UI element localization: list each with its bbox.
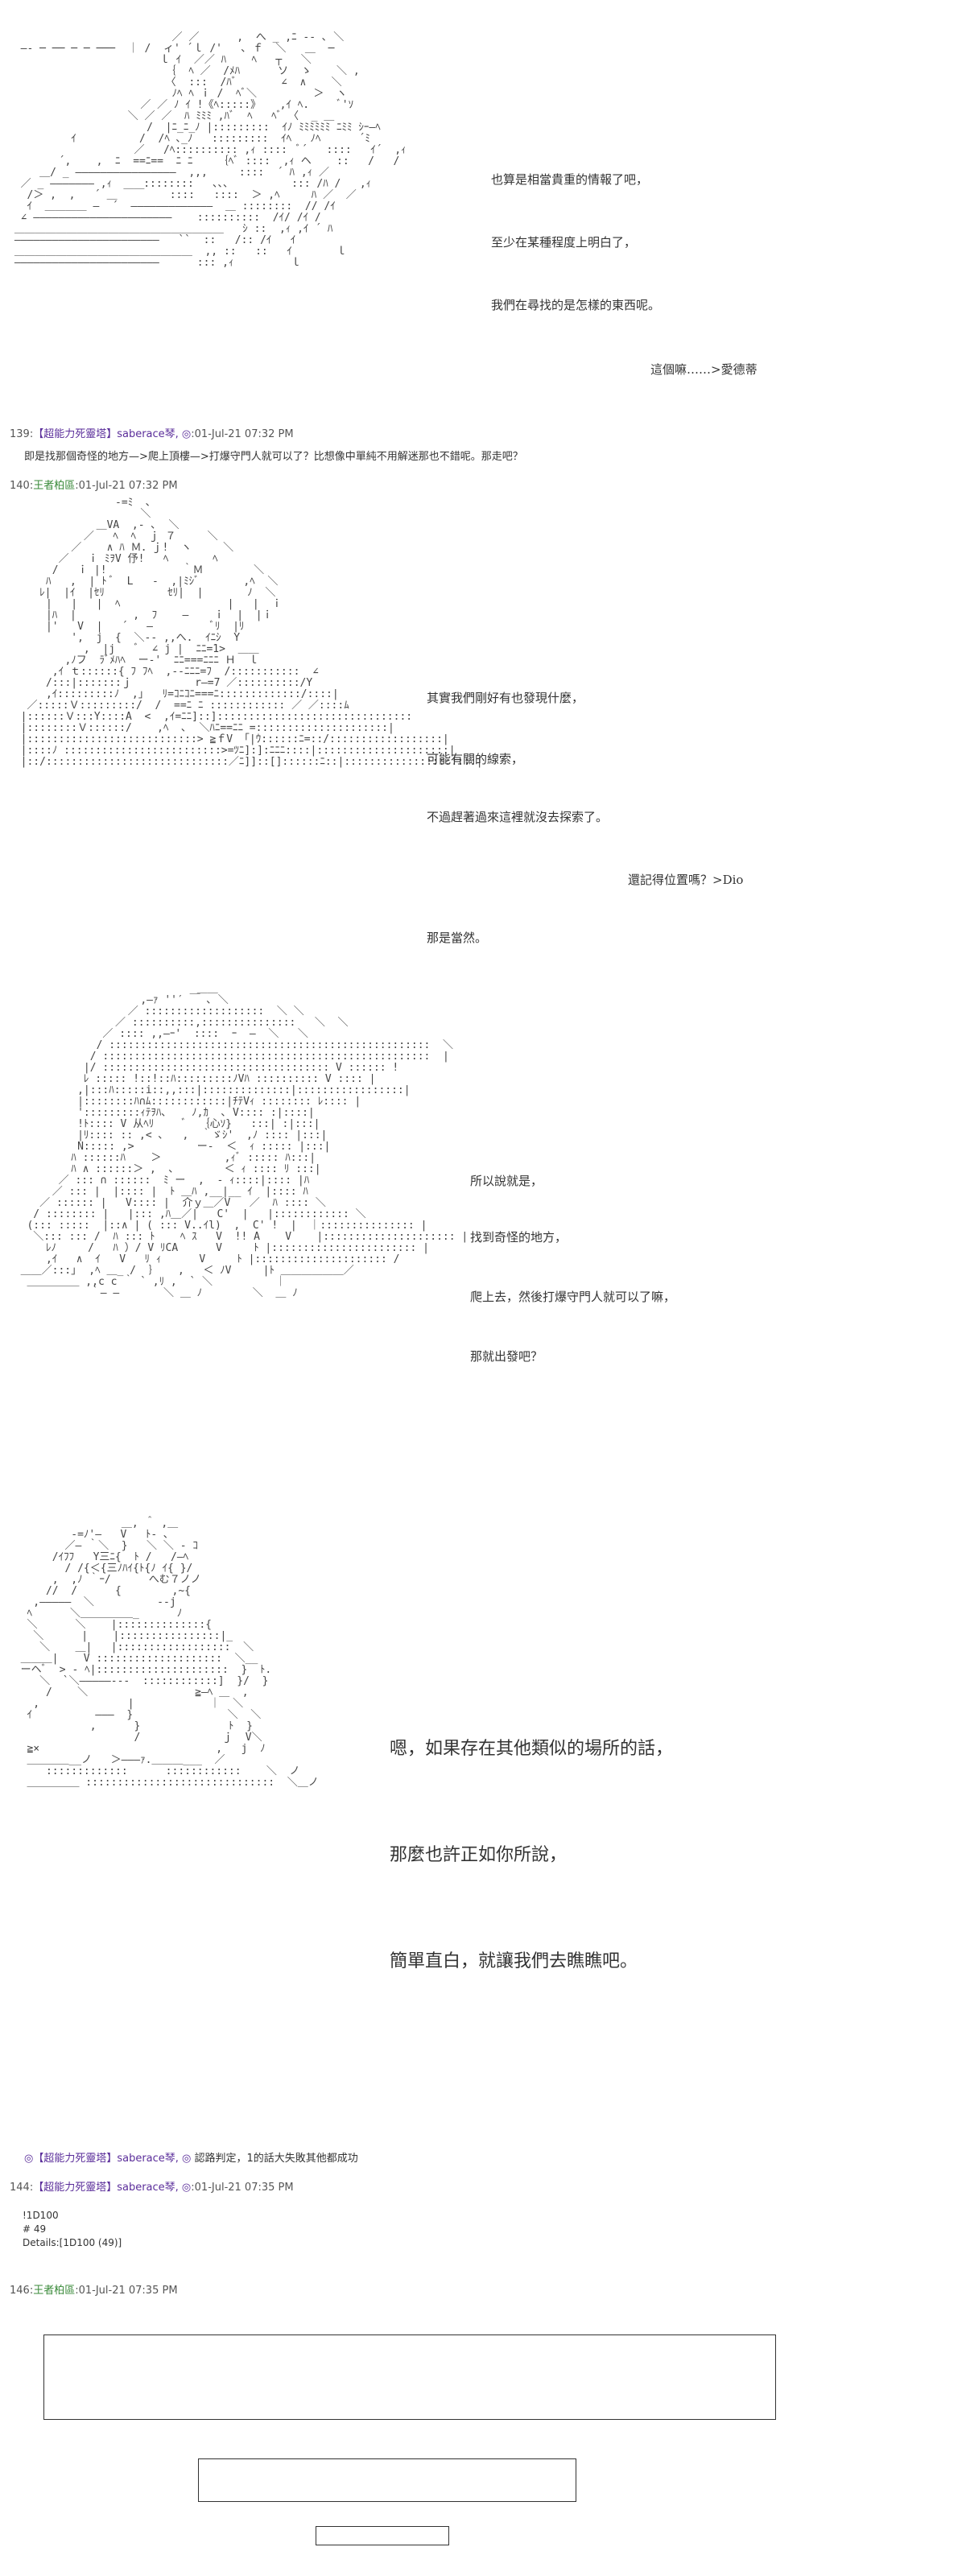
note-poster-name[interactable]: ◎【超能力死靈塔】saberace琴, ◎ [24,2153,192,2165]
panel-4-line-1: 嗯，如果存在其他類似的場所的話， [390,1739,674,1759]
post-date: :01-Jul-21 07:32 PM [75,480,178,492]
panel-1-line-1: 也算是相當貴重的情報了吧， [491,172,649,187]
ascii-art-panel-1: ／ ／ , へ _ ,ﾆ -- ､ ＼ ―‐ ─ ── ─ ─ ─── ｜ / … [14,31,407,269]
post-number: 140: [10,480,34,492]
post-number: 144: [10,2182,34,2194]
post-date: :01-Jul-21 07:35 PM [75,2285,178,2297]
panel-2-reply: 那是當然。 [427,931,488,945]
ascii-art-panel-4: ＿, ＾ ,＿ -=ﾉ'― V ﾄ- ､ ／― ｀＼ } ＼ ＼ ‐ ｺ /ｲﾌ… [20,1517,319,1789]
empty-frame-medium [198,2458,576,2502]
panel-2-line-2: 可能有關的線索， [427,752,524,766]
post-140-header: 140:王者柏區:01-Jul-21 07:32 PM [10,477,178,492]
panel-3-line-4: 那就出發吧？ [470,1349,543,1364]
panel-1-line-3: 我們在尋找的是怎樣的東西呢。 [491,298,661,312]
post-number: 146: [10,2285,34,2297]
post-144-header: 144:【超能力死靈塔】saberace琴, ◎:01-Jul-21 07:35… [10,2178,294,2194]
post-139-message: 即是找那個奇怪的地方—>爬上頂樓—>打爆守門人就可以了？比想像中單純不用解迷那也… [24,451,523,463]
post-146-header: 146:王者柏區:01-Jul-21 07:35 PM [10,2281,178,2297]
panel-4-line-3: 簡單直白，就讓我們去瞧瞧吧。 [390,1951,638,1971]
panel-2-line-3: 不過趕著過來這裡就沒去探索了。 [427,810,609,824]
poster-name[interactable]: 【超能力死靈塔】saberace琴, ◎ [33,428,192,440]
panel-2-aside: 還記得位置嗎？>Dio [628,873,744,887]
panel-3-line-2: 找到奇怪的地方， [470,1230,568,1245]
roll-note: ◎【超能力死靈塔】saberace琴, ◎ 認路判定，1的話大失敗其他都成功 [24,2149,358,2165]
panel-1-caption: 這個嘛……>愛德蒂 [650,362,758,377]
dice-details: Details:[1D100 (49)] [23,2237,122,2248]
dice-value: # 49 [23,2223,47,2235]
post-date: :01-Jul-21 07:32 PM [191,428,294,440]
dice-roll-result: !1D100 # 49 Details:[1D100 (49)] [23,2209,122,2250]
poster-name[interactable]: 王者柏區 [33,480,76,492]
post-number: 139: [10,428,34,440]
panel-1-line-2: 至少在某種程度上明白了， [491,235,637,250]
empty-frame-small [316,2526,449,2545]
dice-command: !1D100 [23,2210,59,2221]
post-139-header: 139:【超能力死靈塔】saberace琴, ◎:01-Jul-21 07:32… [10,425,294,440]
ascii-art-panel-3: ＿＿ ,―ｧ ''′ ￣ ､ ＼ ／ ::::::::::::::::::: ＼… [20,983,469,1299]
empty-frame-large [43,2334,776,2420]
ascii-art-panel-2: -=ﾐ ､ ＼ ＿VA ,- ､ ＼ ／ ﾍ ﾍ ｊ ７ ＼ ／ ∧ ﾊ Ｍ．ｊ… [20,497,483,768]
note-message: 認路判定，1的話大失敗其他都成功 [191,2153,358,2165]
poster-name[interactable]: 王者柏區 [33,2285,76,2297]
panel-2-line-1: 其實我們剛好有也發現什麼， [427,691,584,705]
poster-name[interactable]: 【超能力死靈塔】saberace琴, ◎ [33,2182,192,2194]
panel-3-line-1: 所以說就是， [470,1174,543,1188]
panel-3-line-3: 爬上去，然後打爆守門人就可以了嘛， [470,1290,676,1304]
post-date: :01-Jul-21 07:35 PM [191,2182,294,2194]
panel-4-line-2: 那麼也許正如你所說， [390,1845,568,1865]
